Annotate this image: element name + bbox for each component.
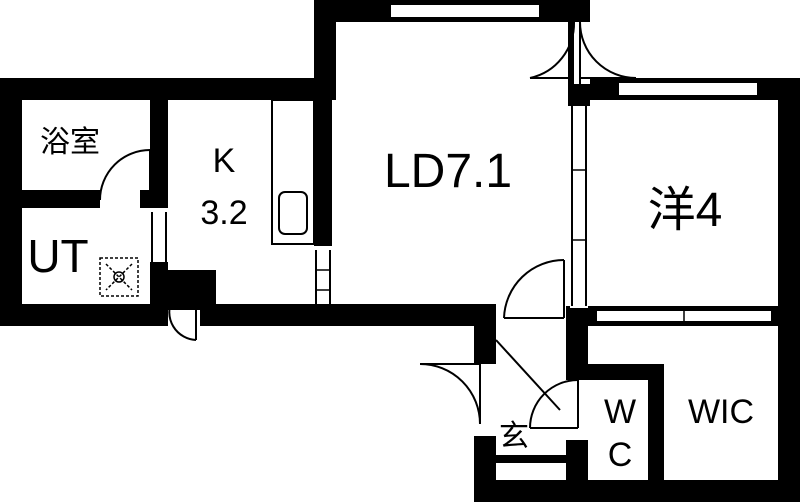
kitchen-letter: K (213, 142, 236, 180)
western-room-label: 洋4 (648, 184, 723, 237)
ld-top-window (389, 3, 541, 19)
windows (389, 3, 773, 323)
western-top-window (617, 81, 759, 97)
ut-label: UT (27, 230, 88, 282)
ld-label: LD7.1 (384, 145, 512, 198)
entrance-label: 玄 (499, 420, 529, 453)
openings (22, 100, 778, 480)
wic-label: WIC (688, 393, 754, 431)
kitchen-size: 3.2 (200, 194, 247, 232)
wc-label-w: W (604, 393, 636, 431)
sliding-doors-western (570, 106, 588, 308)
bath-label: 浴室 (40, 126, 100, 159)
washer-pan (99, 257, 139, 297)
wc-label-c: C (608, 436, 633, 474)
kitchen-counter (271, 99, 315, 245)
door-swings (99, 21, 637, 440)
kitchen-ld-opening (314, 246, 332, 304)
